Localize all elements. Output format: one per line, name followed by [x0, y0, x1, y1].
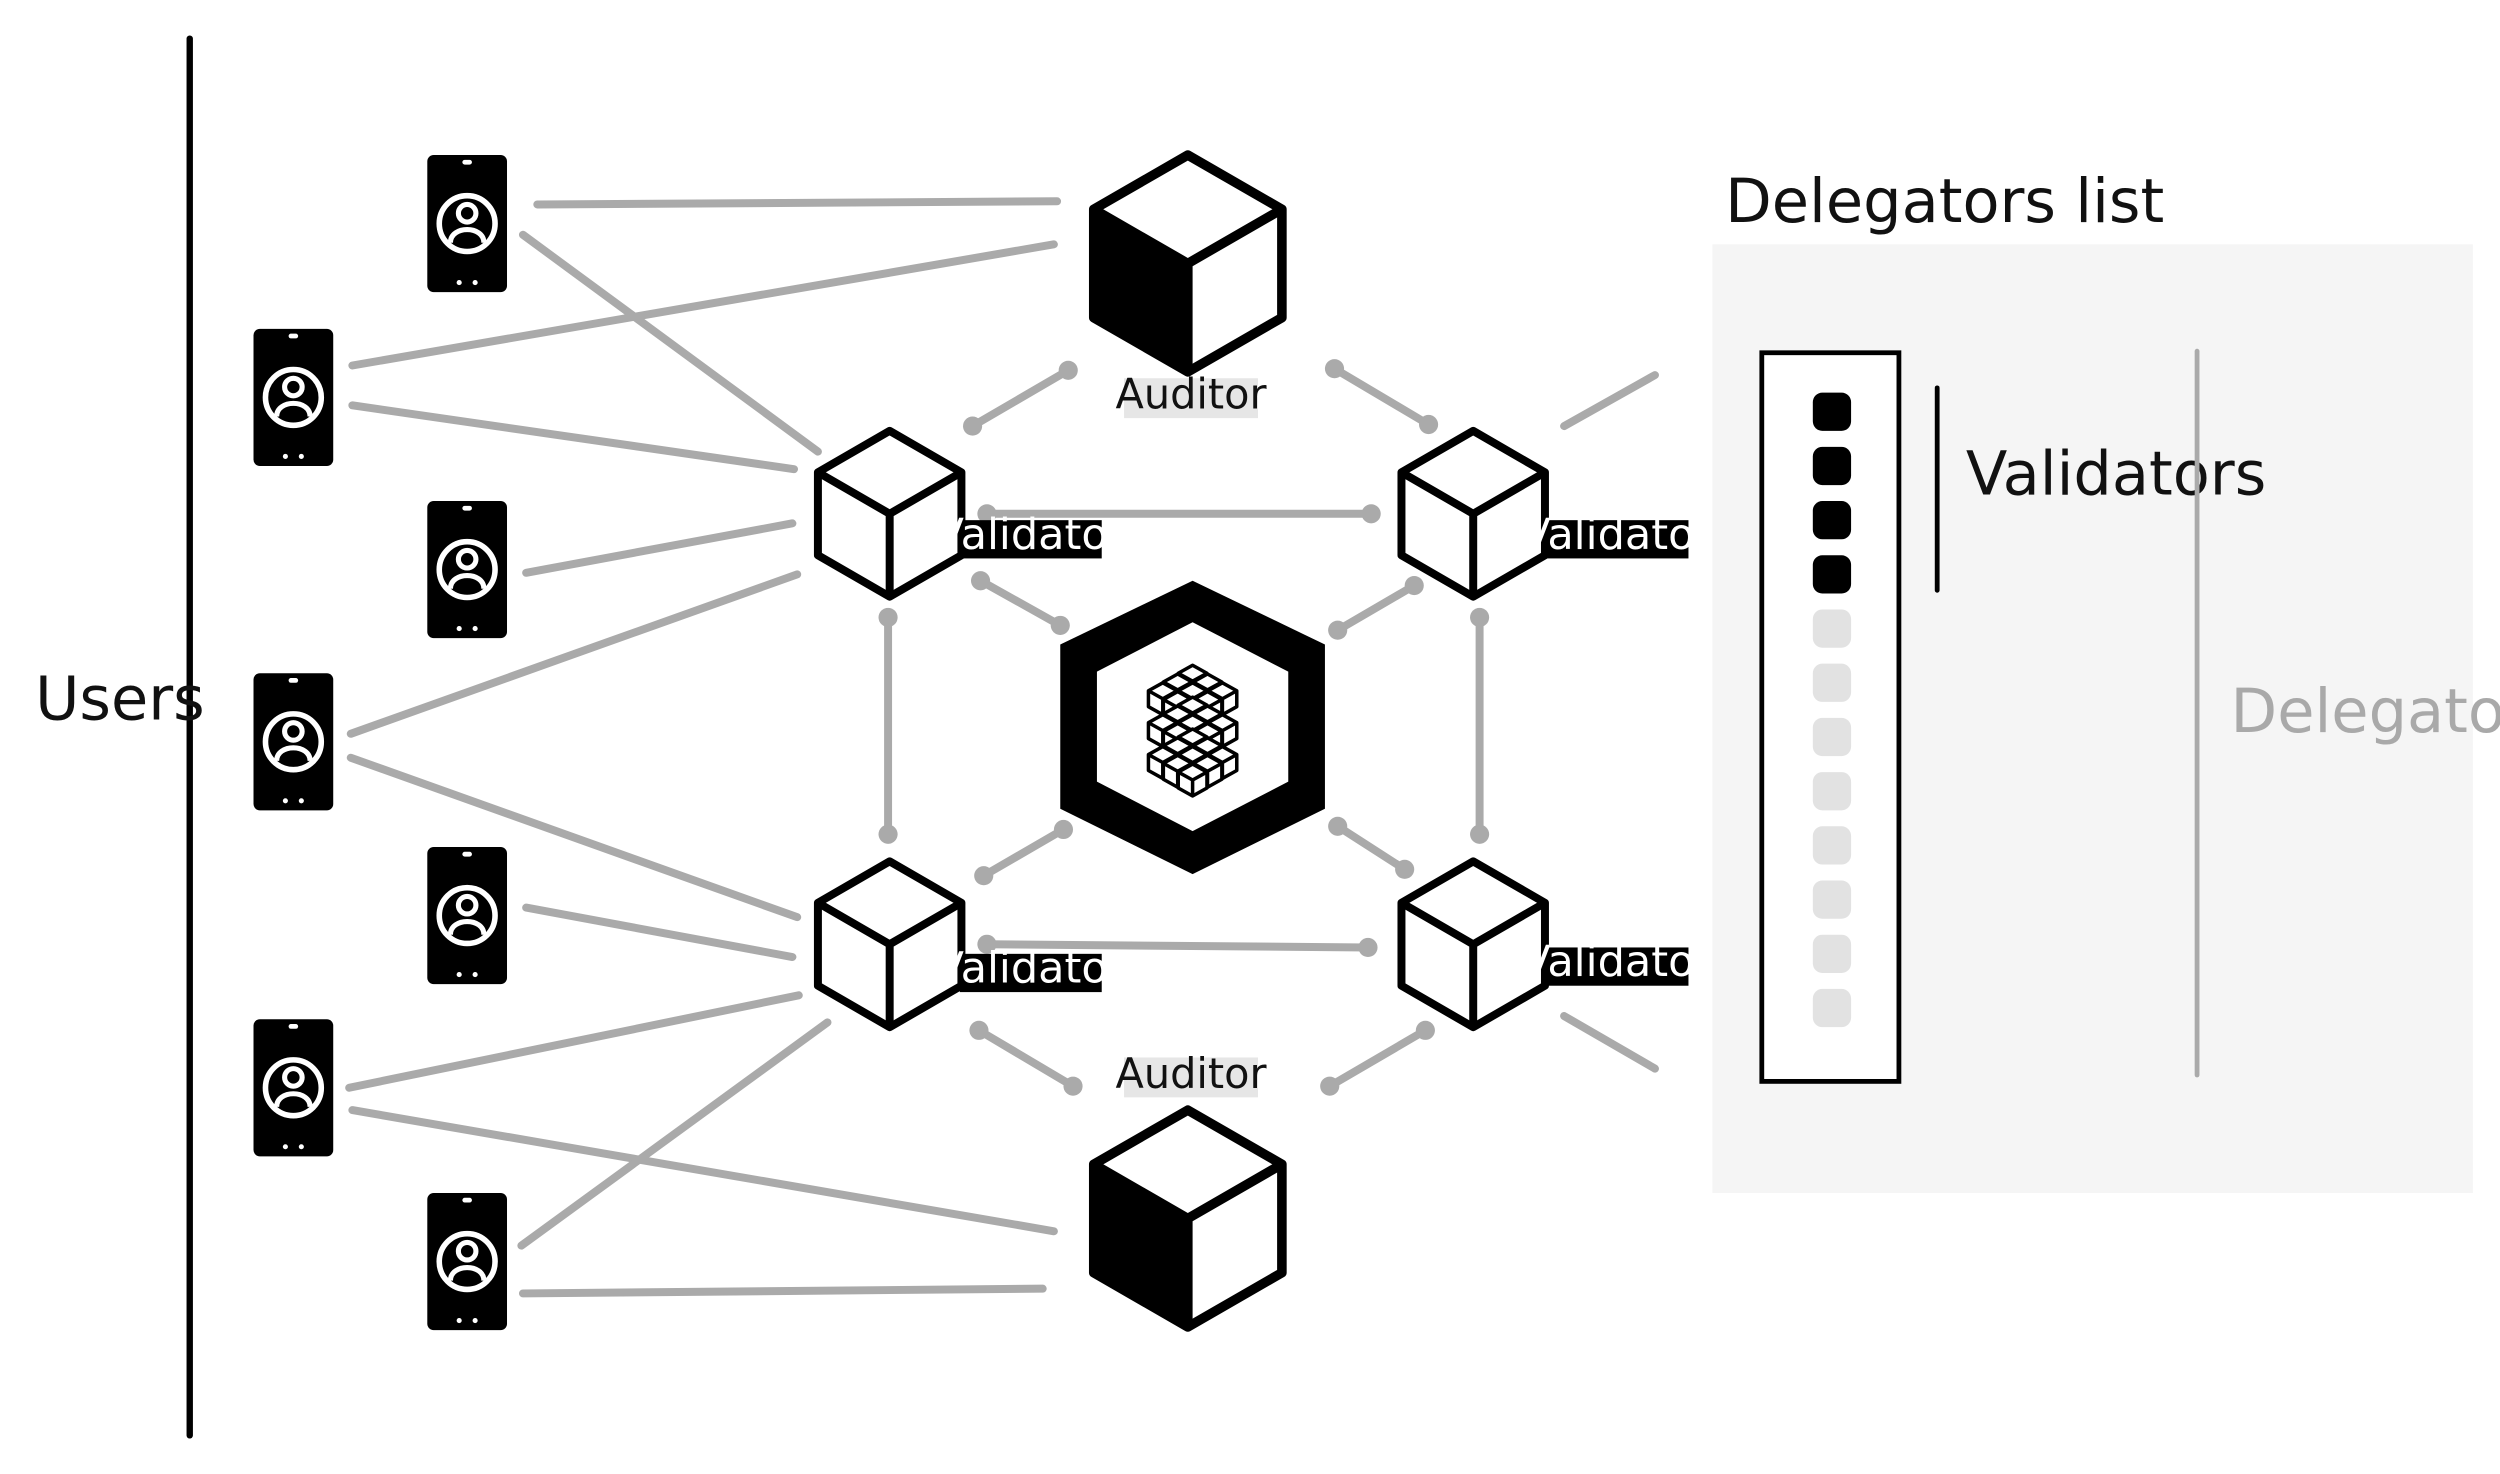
- auditor-top-tag: Auditor: [1115, 371, 1267, 419]
- validator-slot: [1812, 501, 1852, 540]
- network-core-icon: [1060, 580, 1325, 875]
- auditor-top-cube-icon: [1094, 155, 1282, 372]
- delegator-slot: [1812, 609, 1852, 648]
- validator-slot: [1812, 446, 1852, 486]
- auditor-bottom-cube-icon: [1094, 1110, 1282, 1327]
- validator-label: Validator: [934, 510, 1125, 560]
- validator-label: Validator: [934, 944, 1125, 994]
- smartphone-user-icon: [427, 155, 507, 292]
- validator-label: Validator: [1521, 937, 1712, 987]
- smartphone-user-icon: [427, 501, 507, 638]
- delegators-label: Delegators: [2231, 677, 2500, 747]
- delegator-slot: [1812, 826, 1852, 865]
- user-connection-lines: [345, 197, 1062, 1298]
- validators-label: Validators: [1966, 440, 2266, 510]
- auditor-bottom-label: Auditor: [1115, 1050, 1267, 1098]
- validator-slot: [1812, 392, 1852, 431]
- auditor-bottom-tag: Auditor: [1115, 1050, 1267, 1098]
- delegator-slot: [1812, 772, 1852, 811]
- validator-slot: [1812, 555, 1852, 594]
- delegator-slot: [1812, 988, 1852, 1028]
- smartphone-user-icon: [427, 1193, 507, 1330]
- delegators-list-slots: [1812, 392, 1852, 1028]
- mini-cube-icon: [1176, 762, 1209, 798]
- delegator-slot: [1812, 880, 1852, 919]
- smartphone-user-icon: [254, 1019, 334, 1156]
- users-label: Users: [35, 664, 205, 734]
- delegators-list-title: Delegators list: [1725, 167, 2164, 237]
- delegator-slot: [1812, 663, 1852, 702]
- smartphone-user-icon: [254, 329, 334, 466]
- validator-tag: Validator: [1521, 937, 1712, 987]
- validator-label: Validator: [1521, 510, 1712, 560]
- delegator-slot: [1812, 717, 1852, 757]
- validator-tag: Validator: [1521, 510, 1712, 560]
- network-connection-lines: [878, 359, 1659, 1096]
- smartphone-user-icon: [427, 847, 507, 984]
- auditor-top-label: Auditor: [1115, 371, 1267, 419]
- delegator-slot: [1812, 934, 1852, 973]
- validator-tag: Validator: [934, 944, 1125, 994]
- validator-tag: Validator: [934, 510, 1125, 560]
- smartphone-user-icon: [254, 673, 334, 810]
